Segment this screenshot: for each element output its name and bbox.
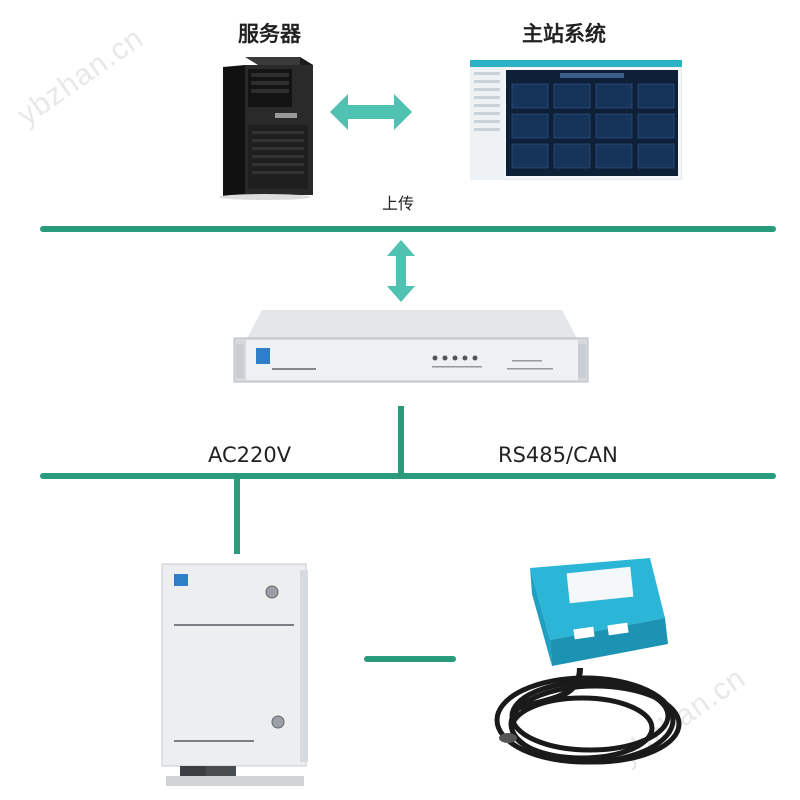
rack-device-icon xyxy=(233,310,589,383)
vertical-arrow-icon xyxy=(387,240,415,302)
server-label: 服务器 xyxy=(238,22,301,46)
monitoring-screen-icon xyxy=(470,60,682,180)
current-sensor-icon xyxy=(494,558,682,765)
bidirectional-arrow-icon xyxy=(330,94,412,130)
ac220v-label: AC220V xyxy=(208,443,292,467)
upload-label: 上传 xyxy=(382,194,415,213)
enclosure-icon xyxy=(161,563,308,786)
rack-to-bus-connector xyxy=(398,406,404,476)
upper-bus-line xyxy=(40,226,776,232)
bus-to-enclosure-connector xyxy=(234,478,240,554)
watermark-top-left: ybzhan.cn xyxy=(11,21,150,132)
master-system-label: 主站系统 xyxy=(522,22,606,46)
server-icon xyxy=(219,57,313,200)
rs485-can-label: RS485/CAN xyxy=(498,443,618,467)
enclosure-to-sensor-connector xyxy=(364,656,456,662)
lower-bus-line xyxy=(40,473,776,479)
